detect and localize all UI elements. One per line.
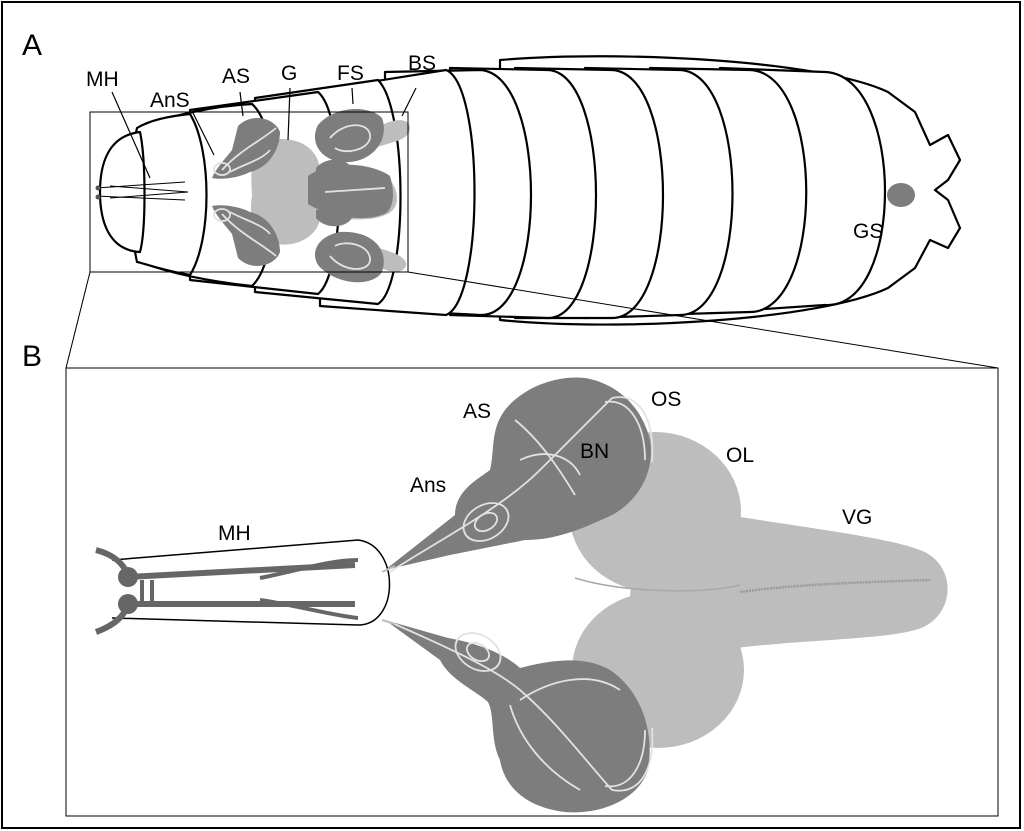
mouth-hook-dot-top xyxy=(96,186,101,191)
label-ol-b: OL xyxy=(726,444,754,467)
label-as-b: AS xyxy=(463,400,491,423)
label-mh-a: MH xyxy=(86,68,119,91)
label-ans-b: Ans xyxy=(410,474,446,497)
genital-disc xyxy=(887,183,915,207)
label-as-a: AS xyxy=(222,65,250,88)
label-mh-b: MH xyxy=(218,522,251,545)
panel-a-letter: A xyxy=(22,29,42,62)
label-ans-a: AnS xyxy=(150,89,190,112)
label-g-a: G xyxy=(281,62,297,85)
label-fs-a: FS xyxy=(337,62,364,85)
panel-b-letter: B xyxy=(22,340,42,373)
label-os-b: OS xyxy=(651,388,681,411)
mouth-hook-knob-top xyxy=(118,567,138,587)
label-bn-b: BN xyxy=(580,440,609,463)
label-bs-a: BS xyxy=(408,52,436,75)
label-gs-a: GS xyxy=(853,220,883,243)
hook-to-nerve-bottom xyxy=(382,620,395,624)
panel-a: A xyxy=(22,29,998,368)
panel-b: B xyxy=(22,340,998,816)
zoom-connector-left xyxy=(66,272,90,368)
mouth-hook-dot-bottom xyxy=(96,195,101,200)
label-vg-b: VG xyxy=(842,506,872,529)
larva-body xyxy=(100,56,960,324)
mouth-hook-knob-bottom xyxy=(118,594,138,614)
